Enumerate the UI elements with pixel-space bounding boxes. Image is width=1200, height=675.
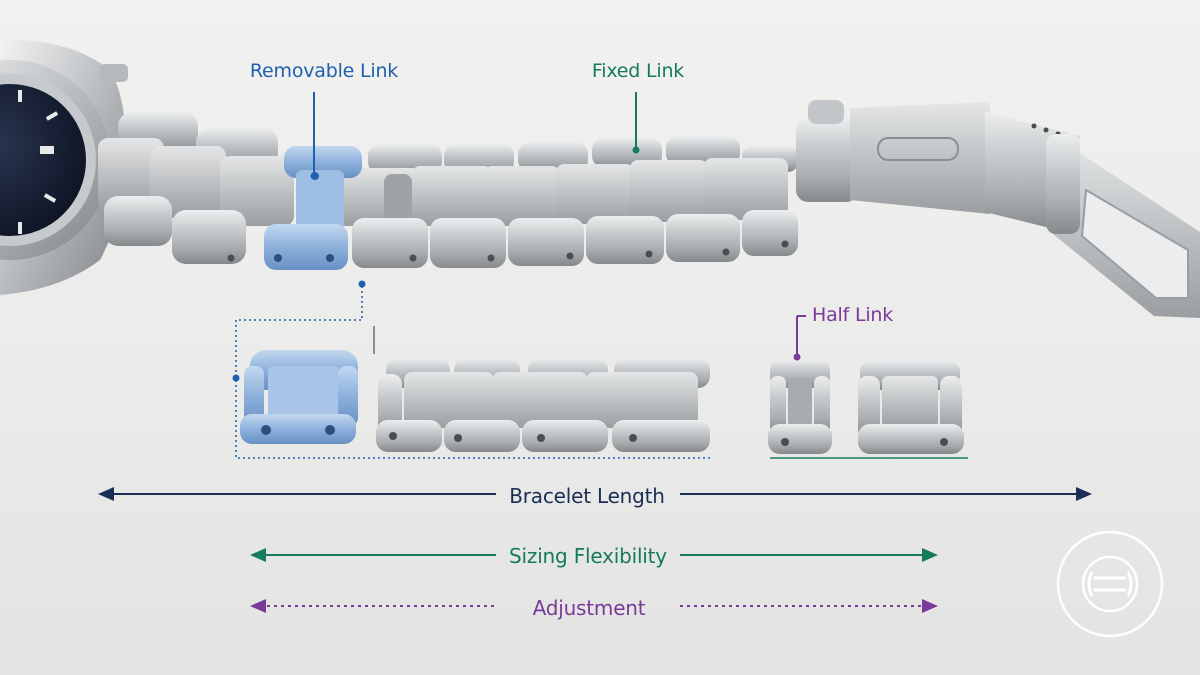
sizing-flexibility-arrow	[250, 548, 938, 562]
watch-dial	[0, 84, 86, 236]
end-link	[858, 360, 964, 454]
fixed-links-segment	[376, 358, 710, 452]
fixed-link-label: Fixed Link	[591, 60, 685, 82]
extraction-path	[235, 286, 712, 459]
crown	[100, 64, 128, 82]
adjustment-arrow	[250, 599, 938, 613]
watch-head	[0, 39, 128, 295]
removable-link-installed	[264, 146, 362, 270]
bracelet-length-arrow	[98, 487, 1092, 501]
sizing-flexibility-label: Sizing Flexibility	[509, 544, 667, 568]
loose-links	[240, 350, 964, 454]
removable-link-label: Removable Link	[249, 60, 399, 82]
adjustment-label: Adjustment	[532, 596, 646, 620]
chain-link-logo-icon	[1056, 530, 1164, 638]
assembled-bracelet	[98, 112, 798, 270]
callouts	[232, 92, 968, 459]
half-link-label: Half Link	[812, 304, 894, 326]
bracelet-length-label: Bracelet Length	[509, 484, 665, 508]
deployant-clasp	[796, 100, 1200, 318]
upper-center-row	[98, 138, 788, 226]
half-link	[768, 360, 832, 454]
upper-front-row	[104, 196, 798, 268]
removable-link-loose	[240, 350, 358, 444]
